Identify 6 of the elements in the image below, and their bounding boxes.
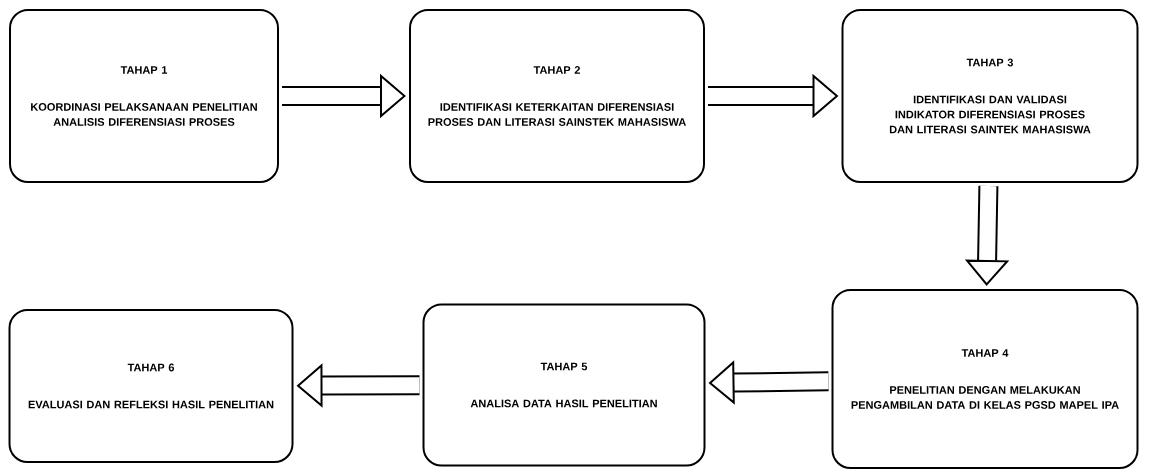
process-box: TAHAP 4 PENELITIAN DENGAN MELAKUKAN PENGAMBILAN DATA DI KELAS PGSD MAPEL IPA bbox=[831, 289, 1139, 469]
process-box: TAHAP 2 IDENTIFIKASI KETERKAITAN DIFERENSIASI PROSES DAN LITERASI SAINSTEK MAHASISWA bbox=[409, 9, 705, 183]
process-box: TAHAP 5 ANALISA DATA HASIL PENELITIAN bbox=[422, 303, 706, 467]
process-box: TAHAP 1 KOORDINASI PELAKSANAAN PENELITIAN ANALISIS DIFERENSIASI PROSES bbox=[9, 9, 279, 183]
process-box: TAHAP 6 EVALUASI DAN REFLEKSI HASIL PENELITIAN bbox=[8, 309, 294, 463]
process-box: TAHAP 3 IDENTIFIKASI DAN VALIDASI INDIKATOR DIFERENSIASI PROSES DAN LITERASI SAINTEK MAHASISWA bbox=[841, 9, 1139, 183]
